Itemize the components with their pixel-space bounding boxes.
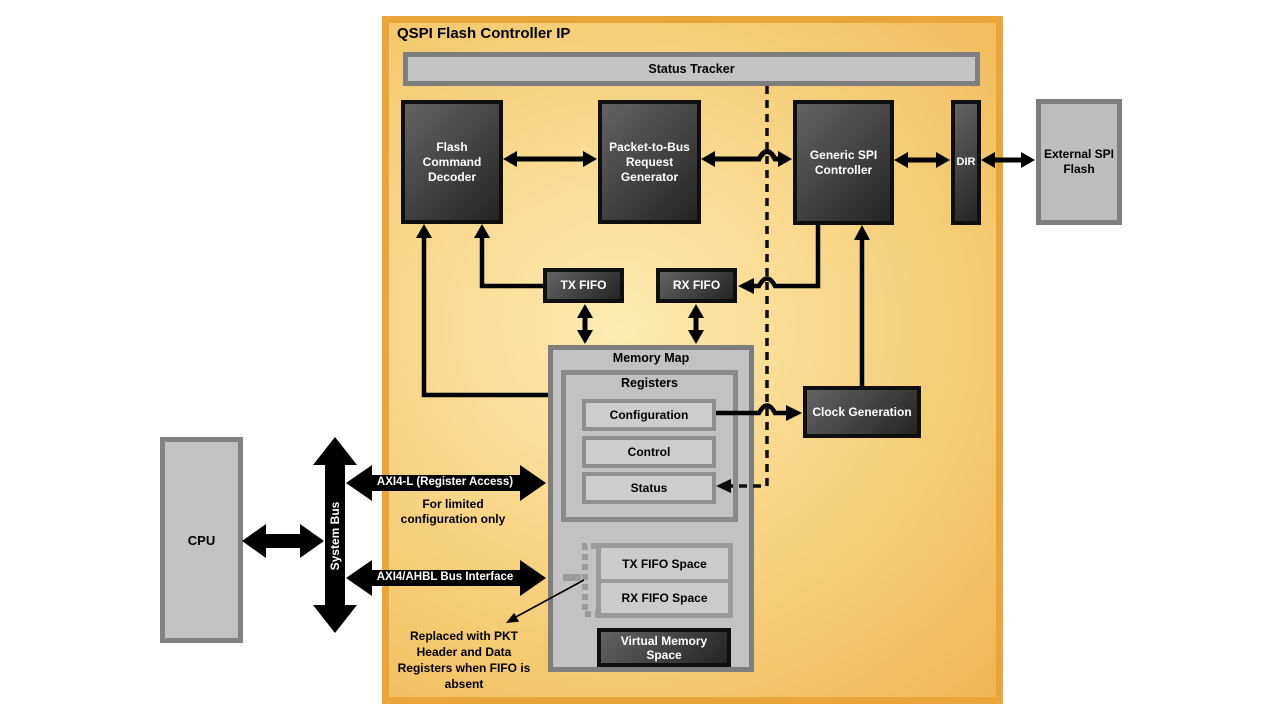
fifo-space-dashed-bracket — [582, 543, 597, 617]
axi4l-label: AXI4-L (Register Access) — [376, 476, 514, 488]
registers-title: Registers — [621, 376, 678, 390]
fifo-space-gray-stub — [563, 574, 581, 581]
cpu-block: CPU — [160, 437, 243, 643]
configuration-register: Configuration — [582, 399, 716, 431]
system-bus-label: System Bus — [328, 501, 342, 571]
control-register: Control — [582, 436, 716, 468]
rx-fifo-space-block: RX FIFO Space — [601, 583, 728, 613]
axi4-ahbl-arrow — [346, 560, 546, 596]
spi-rxfifo-arrow — [738, 225, 821, 294]
dir-external-flash-arrow — [981, 152, 1035, 168]
generic-spi-controller-block: Generic SPI Controller — [793, 100, 894, 225]
axi4l-note: For limited configuration only — [400, 497, 506, 526]
txfifo-decoder-arrow — [474, 224, 543, 289]
flash-command-decoder-block: Flash Command Decoder — [401, 100, 503, 224]
fifo-note-callout-arrow — [506, 579, 585, 623]
cpu-systembus-arrow — [242, 524, 324, 558]
virtual-memory-space-block: Virtual Memory Space — [597, 628, 731, 667]
axi4-ahbl-label: AXI4/AHBL Bus Interface — [376, 571, 514, 583]
status-register: Status — [582, 472, 716, 504]
axi4l-arrow — [346, 465, 546, 501]
dir-block: DIR — [951, 100, 981, 225]
memory-map-title: Memory Map — [612, 351, 690, 365]
packet-spi-arrow — [701, 149, 792, 167]
fifo-note: Replaced with PKT Header and Data Regist… — [397, 629, 531, 691]
clock-generation-block: Clock Generation — [803, 386, 921, 438]
status-tracker-block: Status Tracker — [403, 52, 980, 86]
external-spi-flash-block: External SPI Flash — [1036, 99, 1122, 225]
clock-spi-arrow — [854, 225, 870, 386]
memorymap-decoder-arrow — [416, 224, 548, 398]
tx-fifo-block: TX FIFO — [543, 268, 624, 303]
configuration-clock-arrow — [716, 403, 802, 421]
txfifo-memorymap-arrow — [577, 304, 593, 344]
status-tracker-dashed-line — [716, 86, 769, 493]
spi-dir-arrow — [894, 152, 950, 168]
decoder-packet-arrow — [503, 151, 597, 167]
rx-fifo-block: RX FIFO — [656, 268, 737, 303]
system-bus-arrow — [313, 437, 357, 633]
tx-fifo-space-block: TX FIFO Space — [601, 548, 728, 579]
diagram-title: QSPI Flash Controller IP — [397, 25, 571, 42]
rxfifo-memorymap-arrow — [688, 304, 704, 344]
packet-to-bus-request-generator-block: Packet-to-Bus Request Generator — [598, 100, 701, 224]
